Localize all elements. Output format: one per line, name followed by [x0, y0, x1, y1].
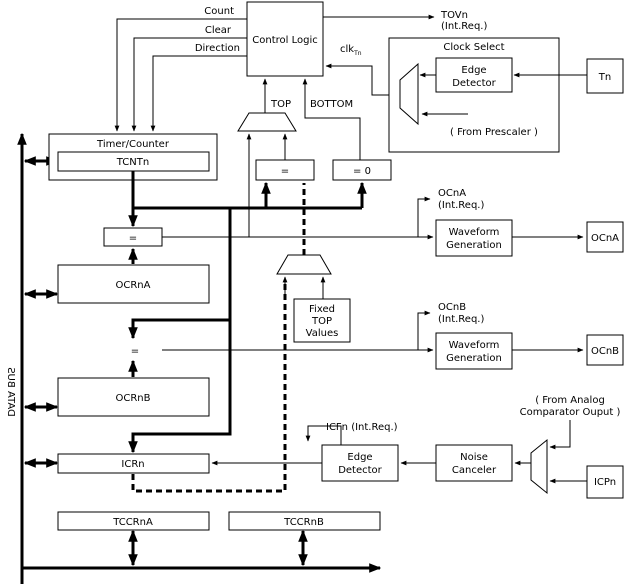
- ocfa-note: (Int.Req.): [438, 200, 484, 211]
- clock-select-block: Clock Select Edge Detector ( From Presca…: [388, 37, 624, 153]
- clk-label: clkTn: [340, 44, 362, 57]
- icr-register: ICRn: [121, 459, 144, 470]
- tccrb-register: TCCRnB: [283, 517, 324, 528]
- compare-b: =: [131, 346, 139, 357]
- clock-edge-line2: Detector: [452, 78, 496, 89]
- control-logic-title: Control Logic: [252, 35, 317, 46]
- top-bottom-comparators: = = 0: [255, 159, 392, 181]
- control-registers: TCCRnA TCCRnB: [57, 511, 381, 531]
- tov-output: TOVn (Int.Req.): [323, 10, 487, 32]
- clk-signal: clkTn: [325, 44, 400, 96]
- ocfb-flag: OCnB: [438, 302, 466, 313]
- compare-a: =: [129, 233, 137, 244]
- top-bottom-signals: TOP BOTTOM: [237, 78, 361, 237]
- channel-a: = OCRnA OCnA (Int.Req.) Waveform Generat…: [57, 188, 624, 304]
- eq-top: =: [281, 166, 289, 177]
- timer-counter-title: Timer/Counter: [96, 139, 170, 150]
- noise-line2: Canceler: [452, 465, 497, 476]
- clear-label: Clear: [205, 25, 232, 36]
- data-bus-label: DATA BUS: [5, 367, 16, 416]
- icpn-pin: ICPn: [594, 477, 616, 488]
- capture-edge-line2: Detector: [338, 465, 382, 476]
- waveform-b-line2: Generation: [446, 353, 502, 364]
- ocnb-pin: OCnB: [591, 346, 619, 357]
- icf-flag: ICFn (Int.Req.): [326, 422, 398, 433]
- control-logic-block: Control Logic: [246, 1, 324, 77]
- ocrb-register: OCRnB: [116, 393, 151, 404]
- data-bus: DATA BUS: [5, 132, 382, 584]
- direction-label: Direction: [195, 43, 240, 54]
- tcnt-bus: [128, 171, 367, 454]
- waveform-a-line2: Generation: [446, 240, 502, 251]
- timer-counter-block: Timer/Counter TCNTn: [48, 133, 218, 181]
- top-select-mux: Fixed TOP Values: [276, 183, 351, 343]
- input-capture: ICRn Edge Detector ICFn (Int.Req.) Noise…: [57, 283, 624, 499]
- ocna-pin: OCnA: [591, 233, 619, 244]
- ocra-register: OCRnA: [116, 280, 151, 291]
- waveform-b-line1: Waveform: [449, 340, 500, 351]
- tccra-register: TCCRnA: [112, 517, 153, 528]
- count-label: Count: [204, 6, 234, 17]
- control-inputs: Count Clear Direction: [114, 6, 247, 132]
- clock-edge-line1: Edge: [461, 65, 486, 76]
- noise-line1: Noise: [460, 452, 488, 463]
- capture-edge-line1: Edge: [347, 452, 372, 463]
- fixed-top-line1: Fixed: [309, 304, 335, 315]
- tcnt-register: TCNTn: [116, 157, 149, 168]
- fixed-top-line3: Values: [306, 328, 339, 339]
- channel-b: = OCRnB OCnB (Int.Req.) Waveform Generat…: [57, 302, 624, 417]
- fixed-top-line2: TOP: [311, 316, 332, 327]
- bottom-label: BOTTOM: [310, 99, 353, 110]
- analog-line2: Comparator Ouput ): [520, 407, 621, 418]
- tov-note: (Int.Req.): [441, 21, 487, 32]
- analog-line1: ( From Analog: [535, 395, 605, 406]
- ocfa-flag: OCnA: [438, 188, 466, 199]
- eq-zero: = 0: [353, 166, 371, 177]
- waveform-a-line1: Waveform: [449, 227, 500, 238]
- tn-pin: Tn: [598, 72, 611, 83]
- bus-connections: [23, 156, 308, 567]
- tov-name: TOVn: [440, 10, 468, 21]
- clock-select-title: Clock Select: [443, 42, 504, 53]
- from-prescaler: ( From Prescaler ): [450, 127, 538, 138]
- ocfb-note: (Int.Req.): [438, 314, 484, 325]
- top-label: TOP: [270, 99, 291, 110]
